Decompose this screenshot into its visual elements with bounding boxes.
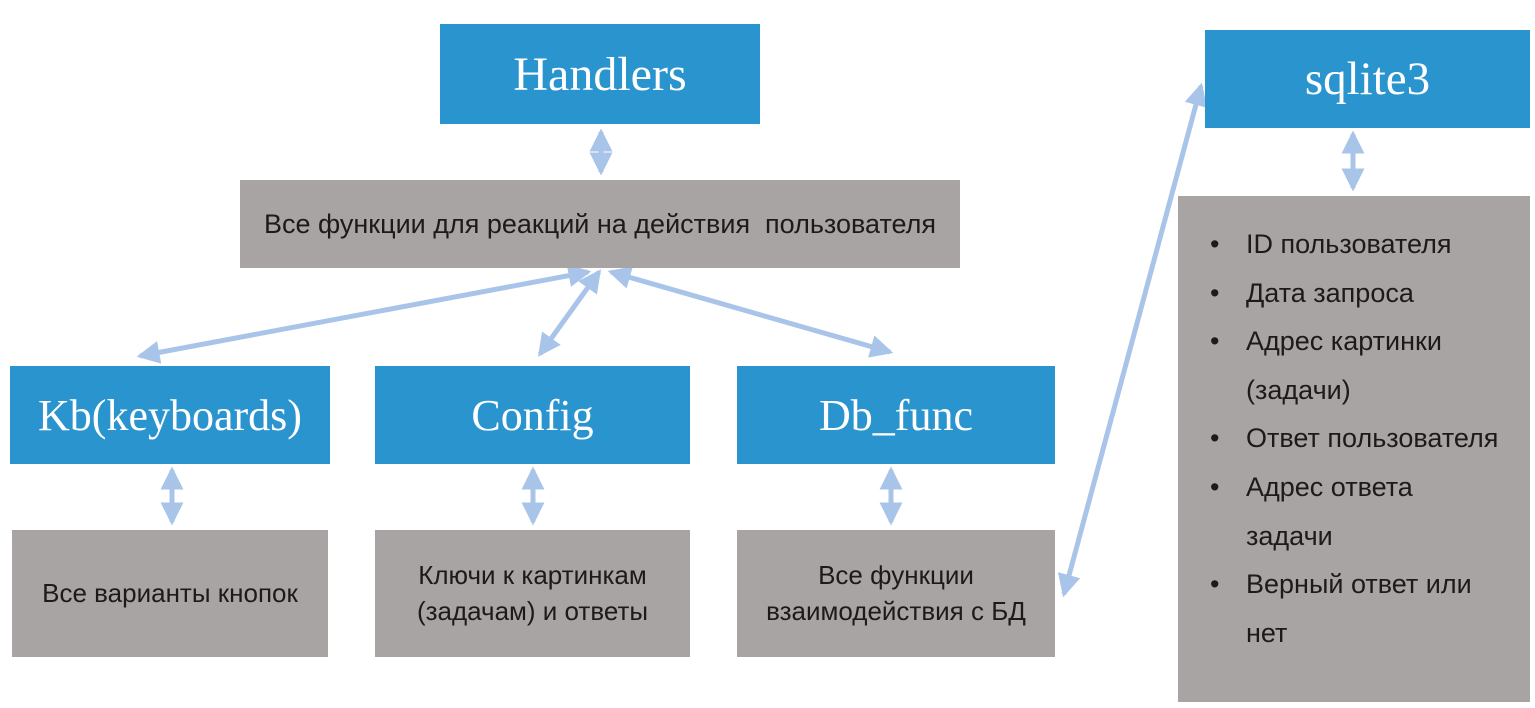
node-kb-keyboards-label: Kb(keyboards) <box>38 390 302 440</box>
node-handlers-description: Все функции для реакций на действия поль… <box>240 180 960 268</box>
list-item: Адрес картинки (задачи) <box>1208 317 1500 414</box>
node-handlers-label: Handlers <box>513 47 687 101</box>
node-db-func-description-label: Все функции взаимодействия с БД <box>766 560 1026 626</box>
node-db-func-label: Db_func <box>819 390 973 440</box>
node-config-description-label: Ключи к картинкам (задачам) и ответы <box>416 560 649 626</box>
arrow-desc-dbfunc <box>607 266 894 358</box>
node-kb-description-label: Все варианты кнопок <box>42 577 298 608</box>
node-kb-keyboards: Kb(keyboards) <box>10 366 330 464</box>
node-sqlite3-label: sqlite3 <box>1304 53 1431 105</box>
list-item: Адрес ответа задачи <box>1208 463 1500 560</box>
node-kb-description: Все варианты кнопок <box>12 530 328 657</box>
list-item: Дата запроса <box>1208 269 1500 318</box>
node-db-func: Db_func <box>737 366 1055 464</box>
node-config: Config <box>375 366 690 464</box>
node-db-func-description: Все функции взаимодействия с БД <box>737 530 1055 657</box>
node-config-label: Config <box>471 390 594 440</box>
node-handlers: Handlers <box>440 24 760 124</box>
list-item: Верный ответ или нет <box>1208 560 1500 657</box>
node-sqlite3-fields: ID пользователяДата запросаАдрес картинк… <box>1178 196 1530 702</box>
arrow-desc-config <box>537 269 602 357</box>
arrow-desc-kb <box>136 264 592 364</box>
node-sqlite3: sqlite3 <box>1205 30 1530 128</box>
list-item: Ответ пользователя <box>1208 414 1500 463</box>
node-config-description: Ключи к картинкам (задачам) и ответы <box>375 530 690 657</box>
node-handlers-description-label: Все функции для реакций на действия поль… <box>263 208 937 239</box>
sqlite3-fields-list: ID пользователяДата запросаАдрес картинк… <box>1178 196 1530 657</box>
list-item: ID пользователя <box>1208 220 1500 269</box>
